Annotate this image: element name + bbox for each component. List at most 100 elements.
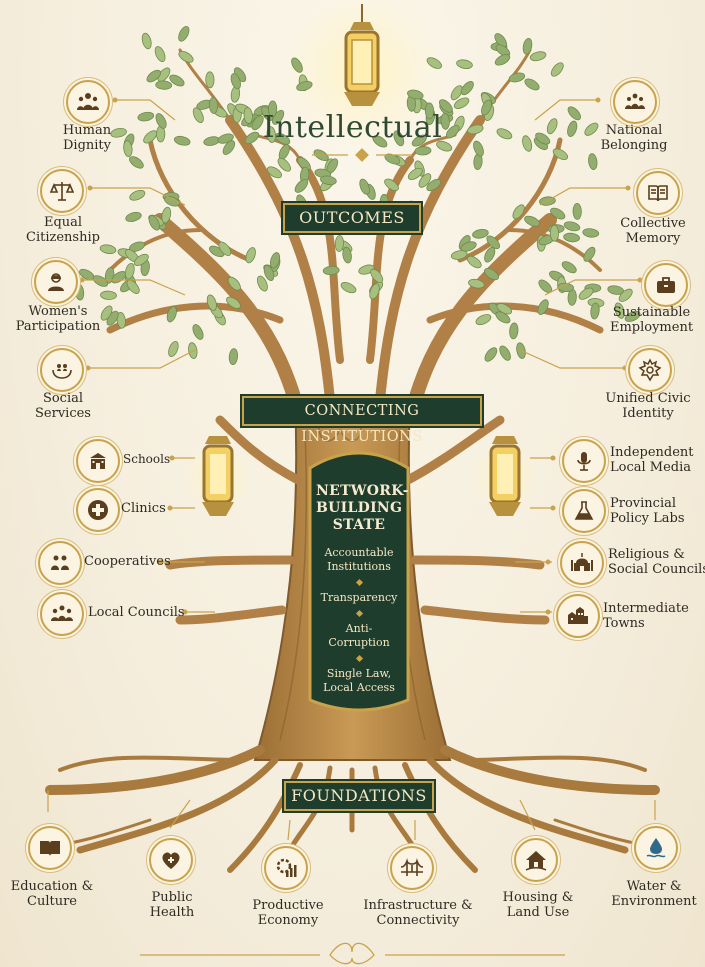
leaf (294, 179, 309, 193)
leaf (453, 97, 470, 109)
leaf (143, 130, 158, 144)
leaf (123, 140, 133, 158)
leaf (384, 178, 399, 192)
leaf (334, 235, 345, 252)
leaf (256, 275, 268, 292)
leaf (499, 345, 511, 361)
house-icon (514, 838, 558, 882)
leaf (424, 102, 435, 120)
connector-lines (47, 99, 656, 841)
leaf (466, 255, 482, 269)
leaf (508, 72, 526, 83)
leaf (512, 204, 525, 220)
leaf (155, 80, 173, 90)
leaf (154, 46, 166, 63)
leaf (173, 135, 191, 146)
leaf (450, 250, 468, 260)
medical-cross-icon (76, 488, 120, 532)
leaf (133, 253, 149, 266)
leaf (407, 167, 423, 180)
leaf (567, 106, 581, 121)
core-divider (355, 578, 363, 587)
leaf (450, 85, 463, 101)
leaf (74, 283, 85, 301)
leaf (522, 135, 533, 152)
leaf (322, 265, 340, 276)
water-drop-icon (634, 826, 678, 870)
leaf (230, 73, 241, 90)
leaf-cluster (74, 26, 641, 365)
leaf (535, 132, 551, 145)
leaf (263, 264, 275, 282)
open-book-icon (28, 826, 72, 870)
emblem-icon (628, 348, 672, 392)
briefcase-icon (644, 263, 688, 307)
right-lantern (471, 436, 539, 516)
leaf (146, 69, 162, 83)
leaf (178, 26, 190, 42)
leaf (584, 122, 599, 136)
connector-dots (79, 97, 643, 615)
foundation-label: Education &Culture (10, 879, 94, 909)
foundations-banner: FOUNDATIONS (284, 781, 434, 811)
flask-icon (562, 489, 606, 533)
leaf (475, 314, 492, 326)
leaf (583, 246, 596, 262)
leaf (124, 262, 135, 280)
leaf (481, 99, 492, 116)
leaf (614, 302, 625, 319)
leaf (578, 287, 594, 300)
leaf (561, 261, 577, 274)
leaf (155, 113, 167, 129)
leaf (208, 97, 219, 114)
foundation-label: Infrastructure &Connectivity (363, 898, 473, 928)
leaf (407, 89, 424, 100)
leaf (426, 57, 442, 69)
hands-people-icon (40, 348, 84, 392)
leaf (296, 80, 313, 92)
leaf (126, 279, 140, 294)
leaf (369, 283, 380, 300)
leaf (110, 127, 127, 138)
leaf (588, 153, 598, 170)
leaf (563, 221, 581, 232)
leaf (618, 288, 633, 302)
leaf (161, 206, 172, 224)
leaf (529, 51, 547, 62)
lower-branches (165, 415, 550, 625)
leaf (99, 244, 117, 254)
connecting-institutions-banner-label: CONNECTING INSTITUTIONS (301, 403, 423, 445)
leaf (557, 282, 574, 293)
leaf (440, 112, 450, 130)
outcomes-banner-label: OUTCOMES (299, 208, 405, 227)
leaf (460, 241, 477, 252)
leaf (436, 140, 453, 152)
leaf (590, 302, 600, 320)
leaf (624, 310, 641, 322)
leaf (164, 195, 180, 207)
leaf (342, 246, 352, 264)
leaf (456, 59, 473, 69)
outcomes-banner: OUTCOMES (283, 203, 421, 233)
leaf (486, 235, 500, 250)
leaf (496, 303, 513, 315)
leaf (552, 148, 569, 161)
leaf (494, 54, 511, 66)
institution-label: Religious &Social Councils (608, 547, 705, 577)
leaf (166, 306, 177, 323)
leaf (582, 228, 600, 238)
people-group-icon (66, 80, 110, 124)
leaf (473, 140, 484, 157)
leaf (245, 247, 256, 264)
leaf (550, 207, 566, 220)
leaf (266, 166, 282, 179)
page-title: Intellectual (262, 110, 443, 145)
